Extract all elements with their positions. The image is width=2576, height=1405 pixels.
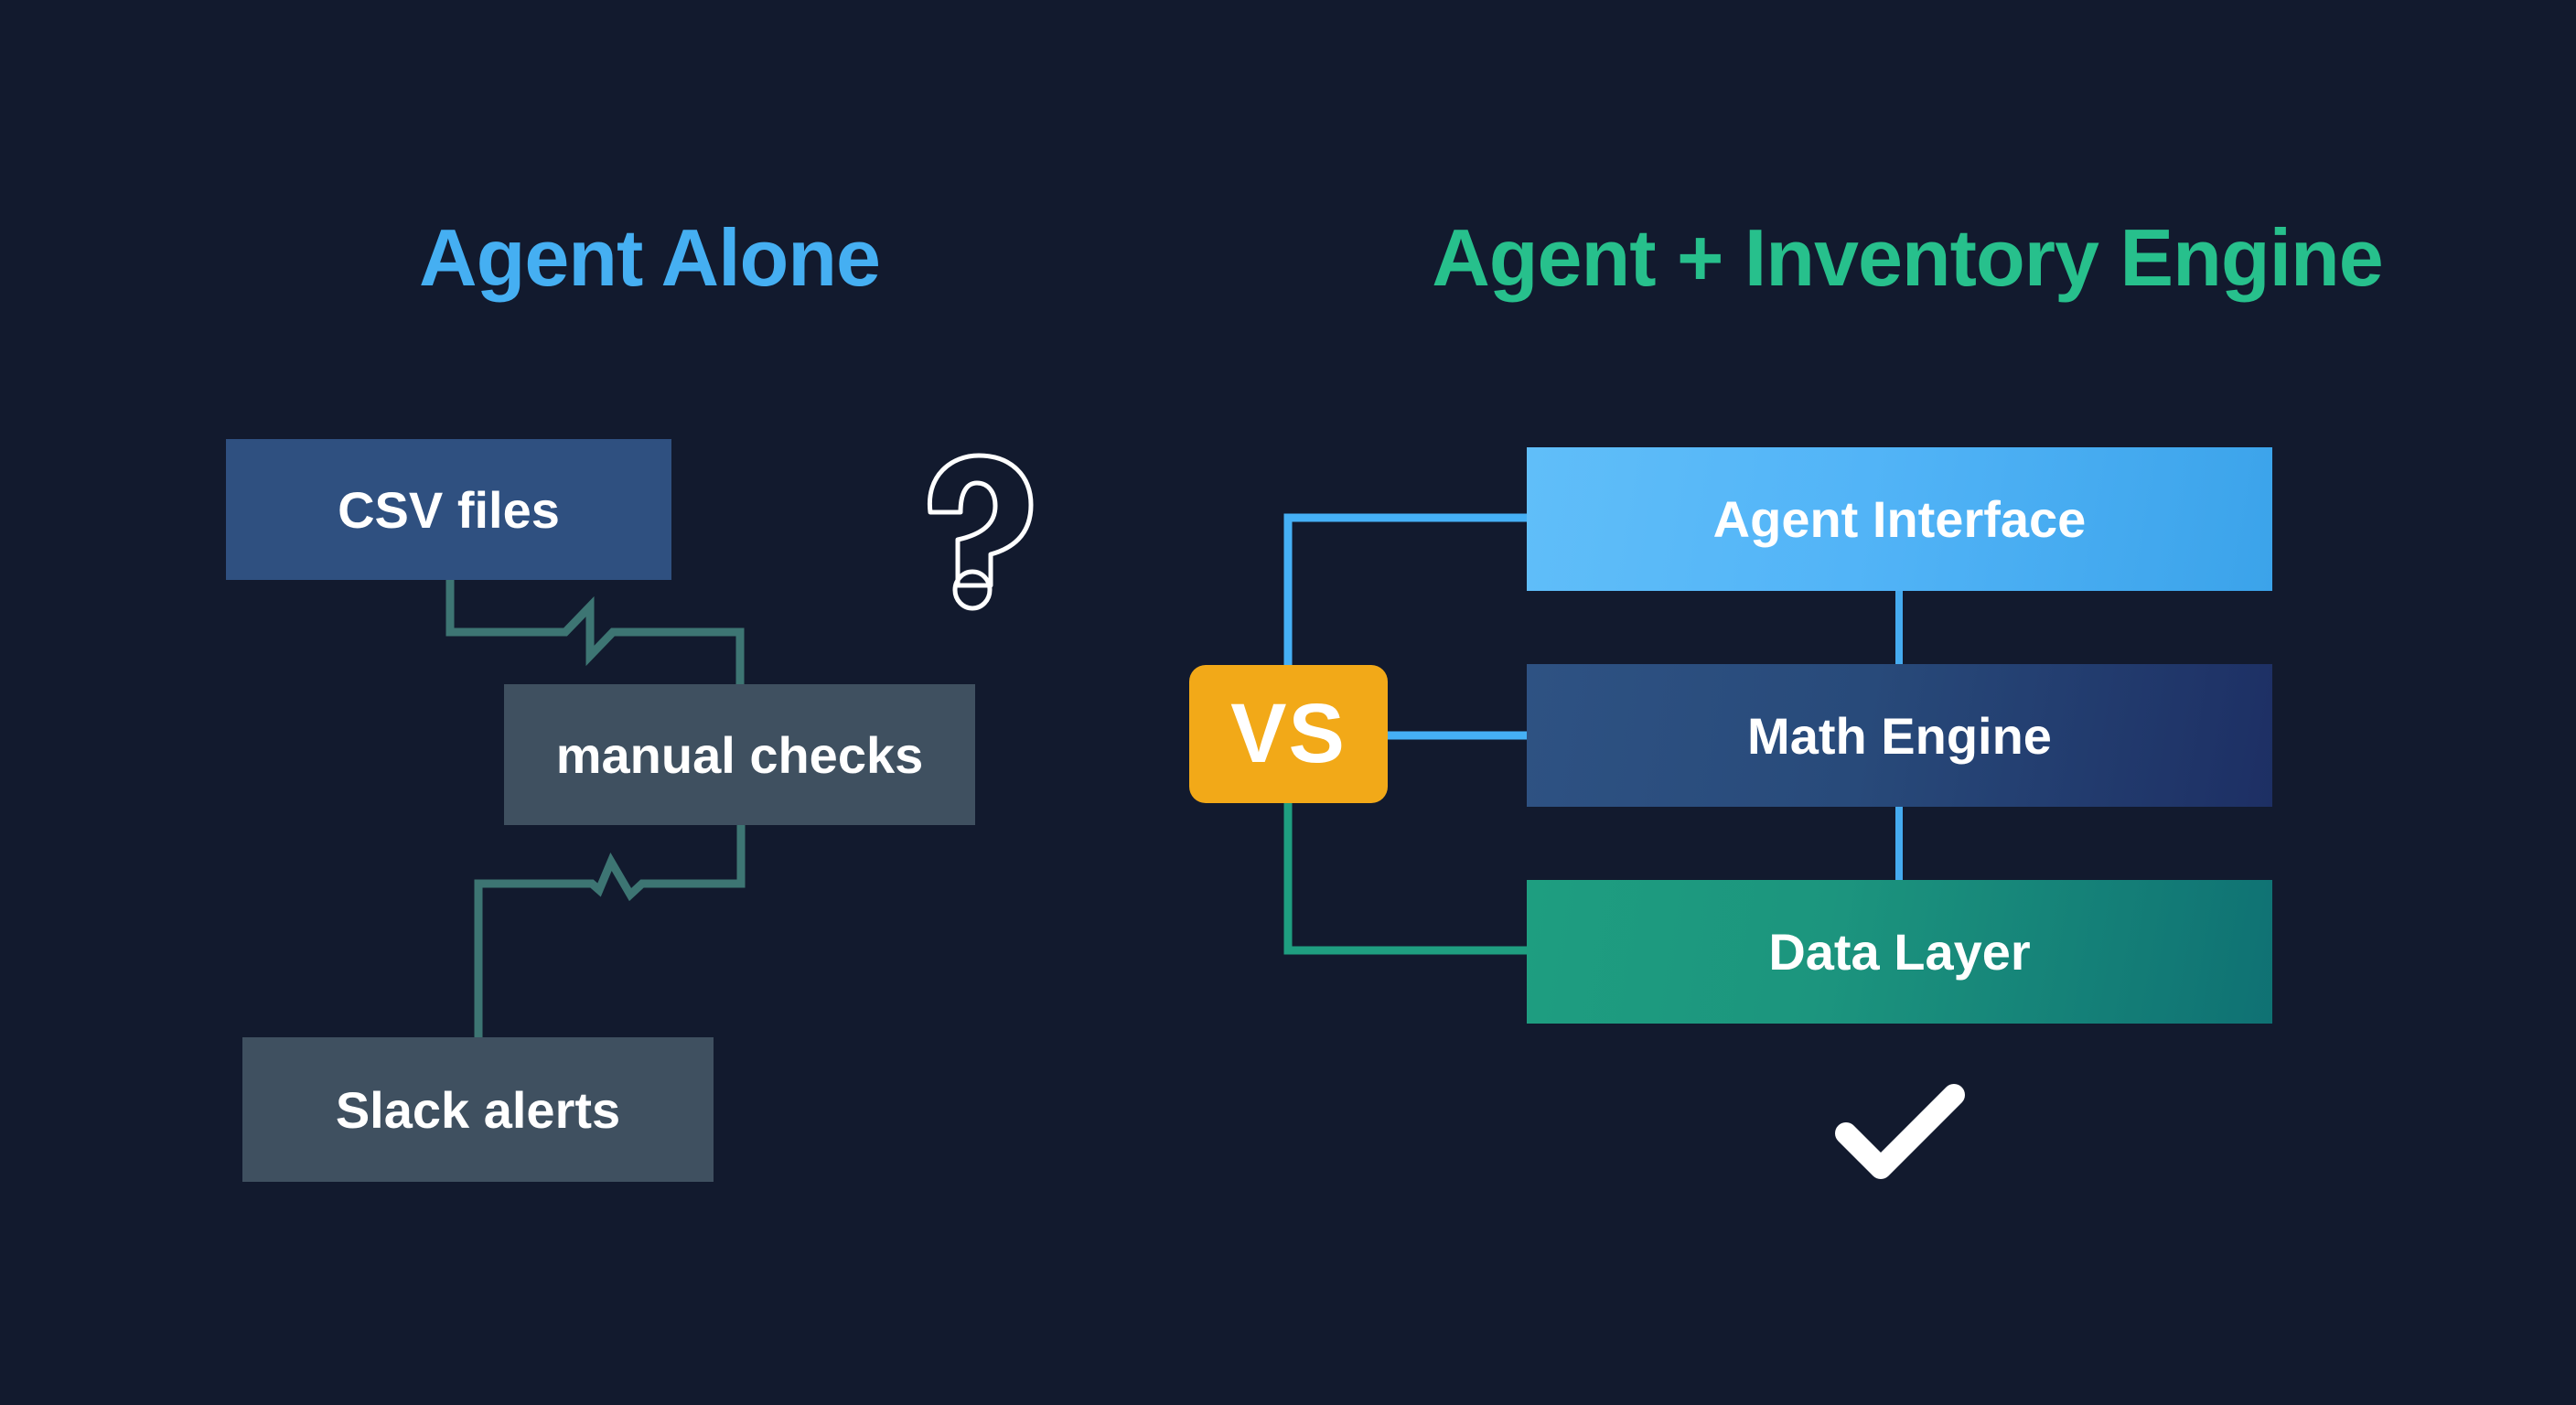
vs-badge: VS bbox=[1189, 665, 1388, 803]
csv-files-box: CSV files bbox=[226, 439, 671, 580]
slack-alerts-label: Slack alerts bbox=[335, 1080, 621, 1139]
data-layer-layer: Data Layer bbox=[1527, 880, 2272, 1024]
manual-checks-label: manual checks bbox=[555, 725, 924, 784]
math-engine-layer: Math Engine bbox=[1527, 664, 2272, 807]
data-layer-label: Data Layer bbox=[1768, 923, 2031, 981]
agent-interface-label: Agent Interface bbox=[1712, 490, 2087, 548]
broken-connector-manual-to-slack bbox=[474, 825, 746, 1037]
right-panel-title: Agent + Inventory Engine bbox=[1432, 212, 2383, 303]
question-mark-icon bbox=[927, 453, 1034, 611]
slack-alerts-box: Slack alerts bbox=[242, 1037, 714, 1182]
broken-connector-csv-to-manual bbox=[445, 580, 745, 684]
manual-checks-box: manual checks bbox=[504, 684, 975, 825]
bracket-line-top bbox=[1283, 513, 1527, 665]
left-panel-title: Agent Alone bbox=[419, 212, 881, 303]
math-engine-label: Math Engine bbox=[1747, 706, 2052, 765]
agent-interface-layer: Agent Interface bbox=[1527, 447, 2272, 591]
csv-files-label: CSV files bbox=[338, 480, 560, 539]
bracket-line-bottom bbox=[1283, 803, 1527, 955]
checkmark-icon bbox=[1835, 1084, 1965, 1179]
vs-label: VS bbox=[1230, 687, 1347, 780]
